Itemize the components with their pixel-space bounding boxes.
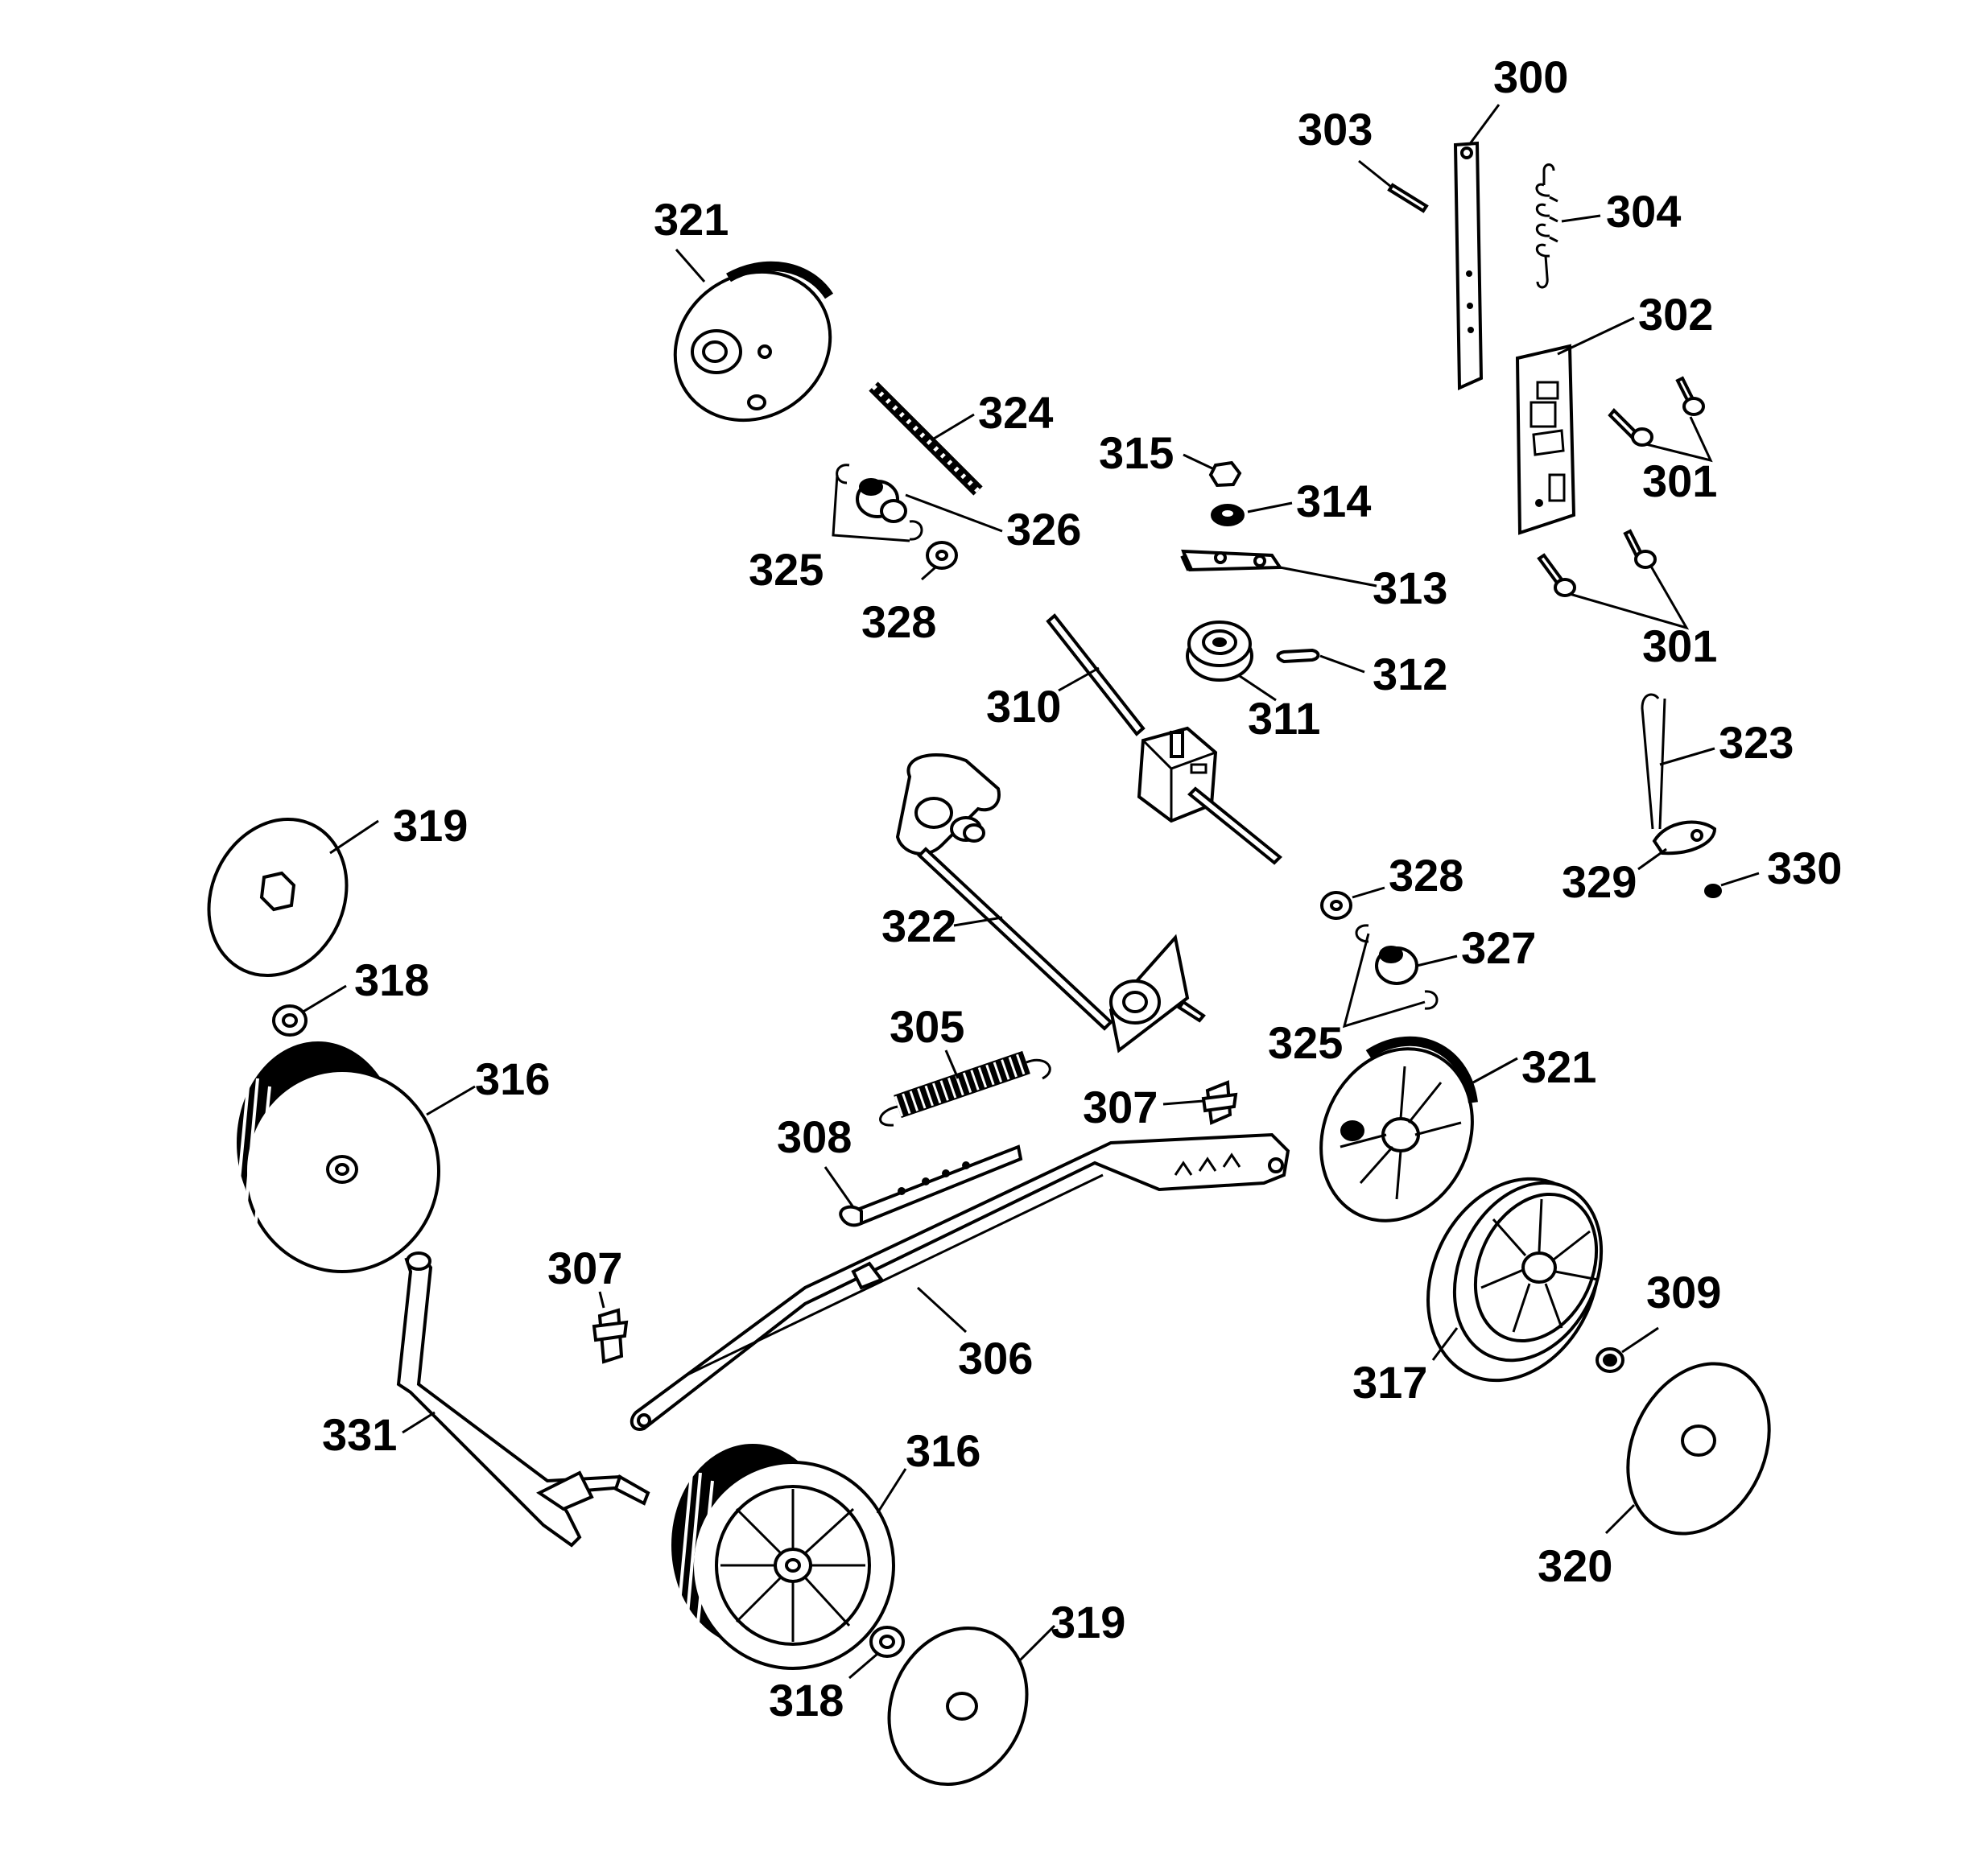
label-330: 330 bbox=[1767, 843, 1842, 893]
label-316-upper: 316 bbox=[475, 1053, 550, 1104]
part-305-extension-spring bbox=[879, 1049, 1051, 1127]
label-331: 331 bbox=[322, 1409, 397, 1460]
label-328-right: 328 bbox=[1389, 850, 1463, 901]
label-312: 312 bbox=[1373, 649, 1447, 699]
label-329: 329 bbox=[1562, 856, 1637, 907]
part-308-linkage-bar bbox=[824, 1144, 1023, 1227]
part-307-clip-lower bbox=[592, 1291, 629, 1364]
label-302: 302 bbox=[1638, 289, 1713, 340]
part-306-height-adjust-lever bbox=[630, 1132, 1290, 1431]
label-307-lower: 307 bbox=[547, 1243, 622, 1293]
label-309: 309 bbox=[1646, 1267, 1721, 1317]
part-321-gear-wheel-right bbox=[1319, 1036, 1518, 1222]
part-316-wheel-lower bbox=[671, 1444, 907, 1670]
label-319-upper: 319 bbox=[393, 800, 468, 851]
label-322: 322 bbox=[881, 901, 956, 951]
part-311-pulley bbox=[1186, 621, 1277, 702]
label-310: 310 bbox=[986, 681, 1061, 732]
label-328-top: 328 bbox=[861, 596, 936, 647]
part-300-handle-bracket bbox=[1453, 104, 1501, 391]
label-303: 303 bbox=[1298, 104, 1373, 155]
label-318-lower: 318 bbox=[769, 1675, 844, 1726]
label-306: 306 bbox=[958, 1333, 1033, 1383]
label-300: 300 bbox=[1493, 52, 1568, 102]
part-319-hub-cap-upper bbox=[207, 817, 379, 978]
part-318-washer-lower bbox=[848, 1626, 905, 1680]
part-310-drive-shaft bbox=[1046, 613, 1282, 865]
label-315: 315 bbox=[1099, 427, 1174, 478]
label-304: 304 bbox=[1606, 186, 1681, 237]
part-304-spring bbox=[1535, 163, 1601, 289]
label-301-lower: 301 bbox=[1642, 621, 1717, 671]
part-314-washer bbox=[1211, 501, 1293, 526]
part-309-wheel-bolt bbox=[1596, 1326, 1659, 1373]
part-326-pinion bbox=[856, 478, 1003, 533]
part-324-threaded-rod bbox=[869, 381, 983, 496]
part-330-nut bbox=[1704, 872, 1760, 898]
part-307-clip-upper bbox=[1162, 1080, 1238, 1125]
part-315-nut bbox=[1183, 453, 1242, 488]
part-302-bracket-plate bbox=[1515, 316, 1635, 535]
label-320: 320 bbox=[1538, 1540, 1612, 1591]
part-327-pinion bbox=[1375, 946, 1458, 985]
label-313: 313 bbox=[1373, 563, 1447, 613]
part-322-axle-frame bbox=[895, 753, 1206, 1053]
label-308: 308 bbox=[777, 1111, 852, 1162]
label-318-upper: 318 bbox=[354, 954, 429, 1005]
label-314: 314 bbox=[1296, 476, 1371, 526]
label-321-top: 321 bbox=[654, 194, 729, 245]
part-317-rear-wheel bbox=[1426, 1177, 1604, 1383]
label-325-top: 325 bbox=[749, 544, 824, 595]
label-327: 327 bbox=[1461, 922, 1536, 973]
part-318-washer-upper bbox=[272, 984, 347, 1037]
label-317: 317 bbox=[1352, 1357, 1427, 1408]
part-301-bolts-lower bbox=[1537, 529, 1690, 630]
part-331-front-axle bbox=[396, 1251, 650, 1548]
part-303-pin bbox=[1358, 159, 1429, 213]
part-313-arm bbox=[1180, 549, 1377, 588]
part-319-hub-cap-lower bbox=[887, 1624, 1056, 1787]
part-328-washer-top bbox=[921, 541, 958, 581]
label-307-upper: 307 bbox=[1083, 1082, 1158, 1132]
part-321-gear-wheel-top bbox=[673, 249, 834, 423]
label-316-lower: 316 bbox=[906, 1425, 980, 1476]
part-325-e-rings-top bbox=[832, 464, 923, 542]
part-329-plate bbox=[1637, 820, 1717, 871]
label-305: 305 bbox=[890, 1001, 964, 1052]
label-323: 323 bbox=[1719, 717, 1794, 768]
label-325-right: 325 bbox=[1268, 1017, 1343, 1068]
part-328-washer-right bbox=[1320, 886, 1385, 920]
part-320-hub-cap bbox=[1604, 1362, 1771, 1536]
part-323-rod bbox=[1641, 693, 1715, 830]
label-321-right: 321 bbox=[1521, 1041, 1596, 1092]
label-301-upper: 301 bbox=[1642, 456, 1717, 506]
label-311: 311 bbox=[1248, 693, 1320, 744]
callout-labels: 300 301 301 302 303 304 305 306 307 307 … bbox=[322, 52, 1842, 1726]
part-316-wheel-upper bbox=[232, 1041, 476, 1273]
label-319-lower: 319 bbox=[1051, 1597, 1125, 1647]
part-301-bolts-upper bbox=[1608, 376, 1713, 463]
part-312-key bbox=[1276, 648, 1365, 674]
label-324: 324 bbox=[978, 387, 1053, 438]
label-326: 326 bbox=[1006, 504, 1081, 555]
part-325-e-rings-right bbox=[1342, 924, 1439, 1029]
